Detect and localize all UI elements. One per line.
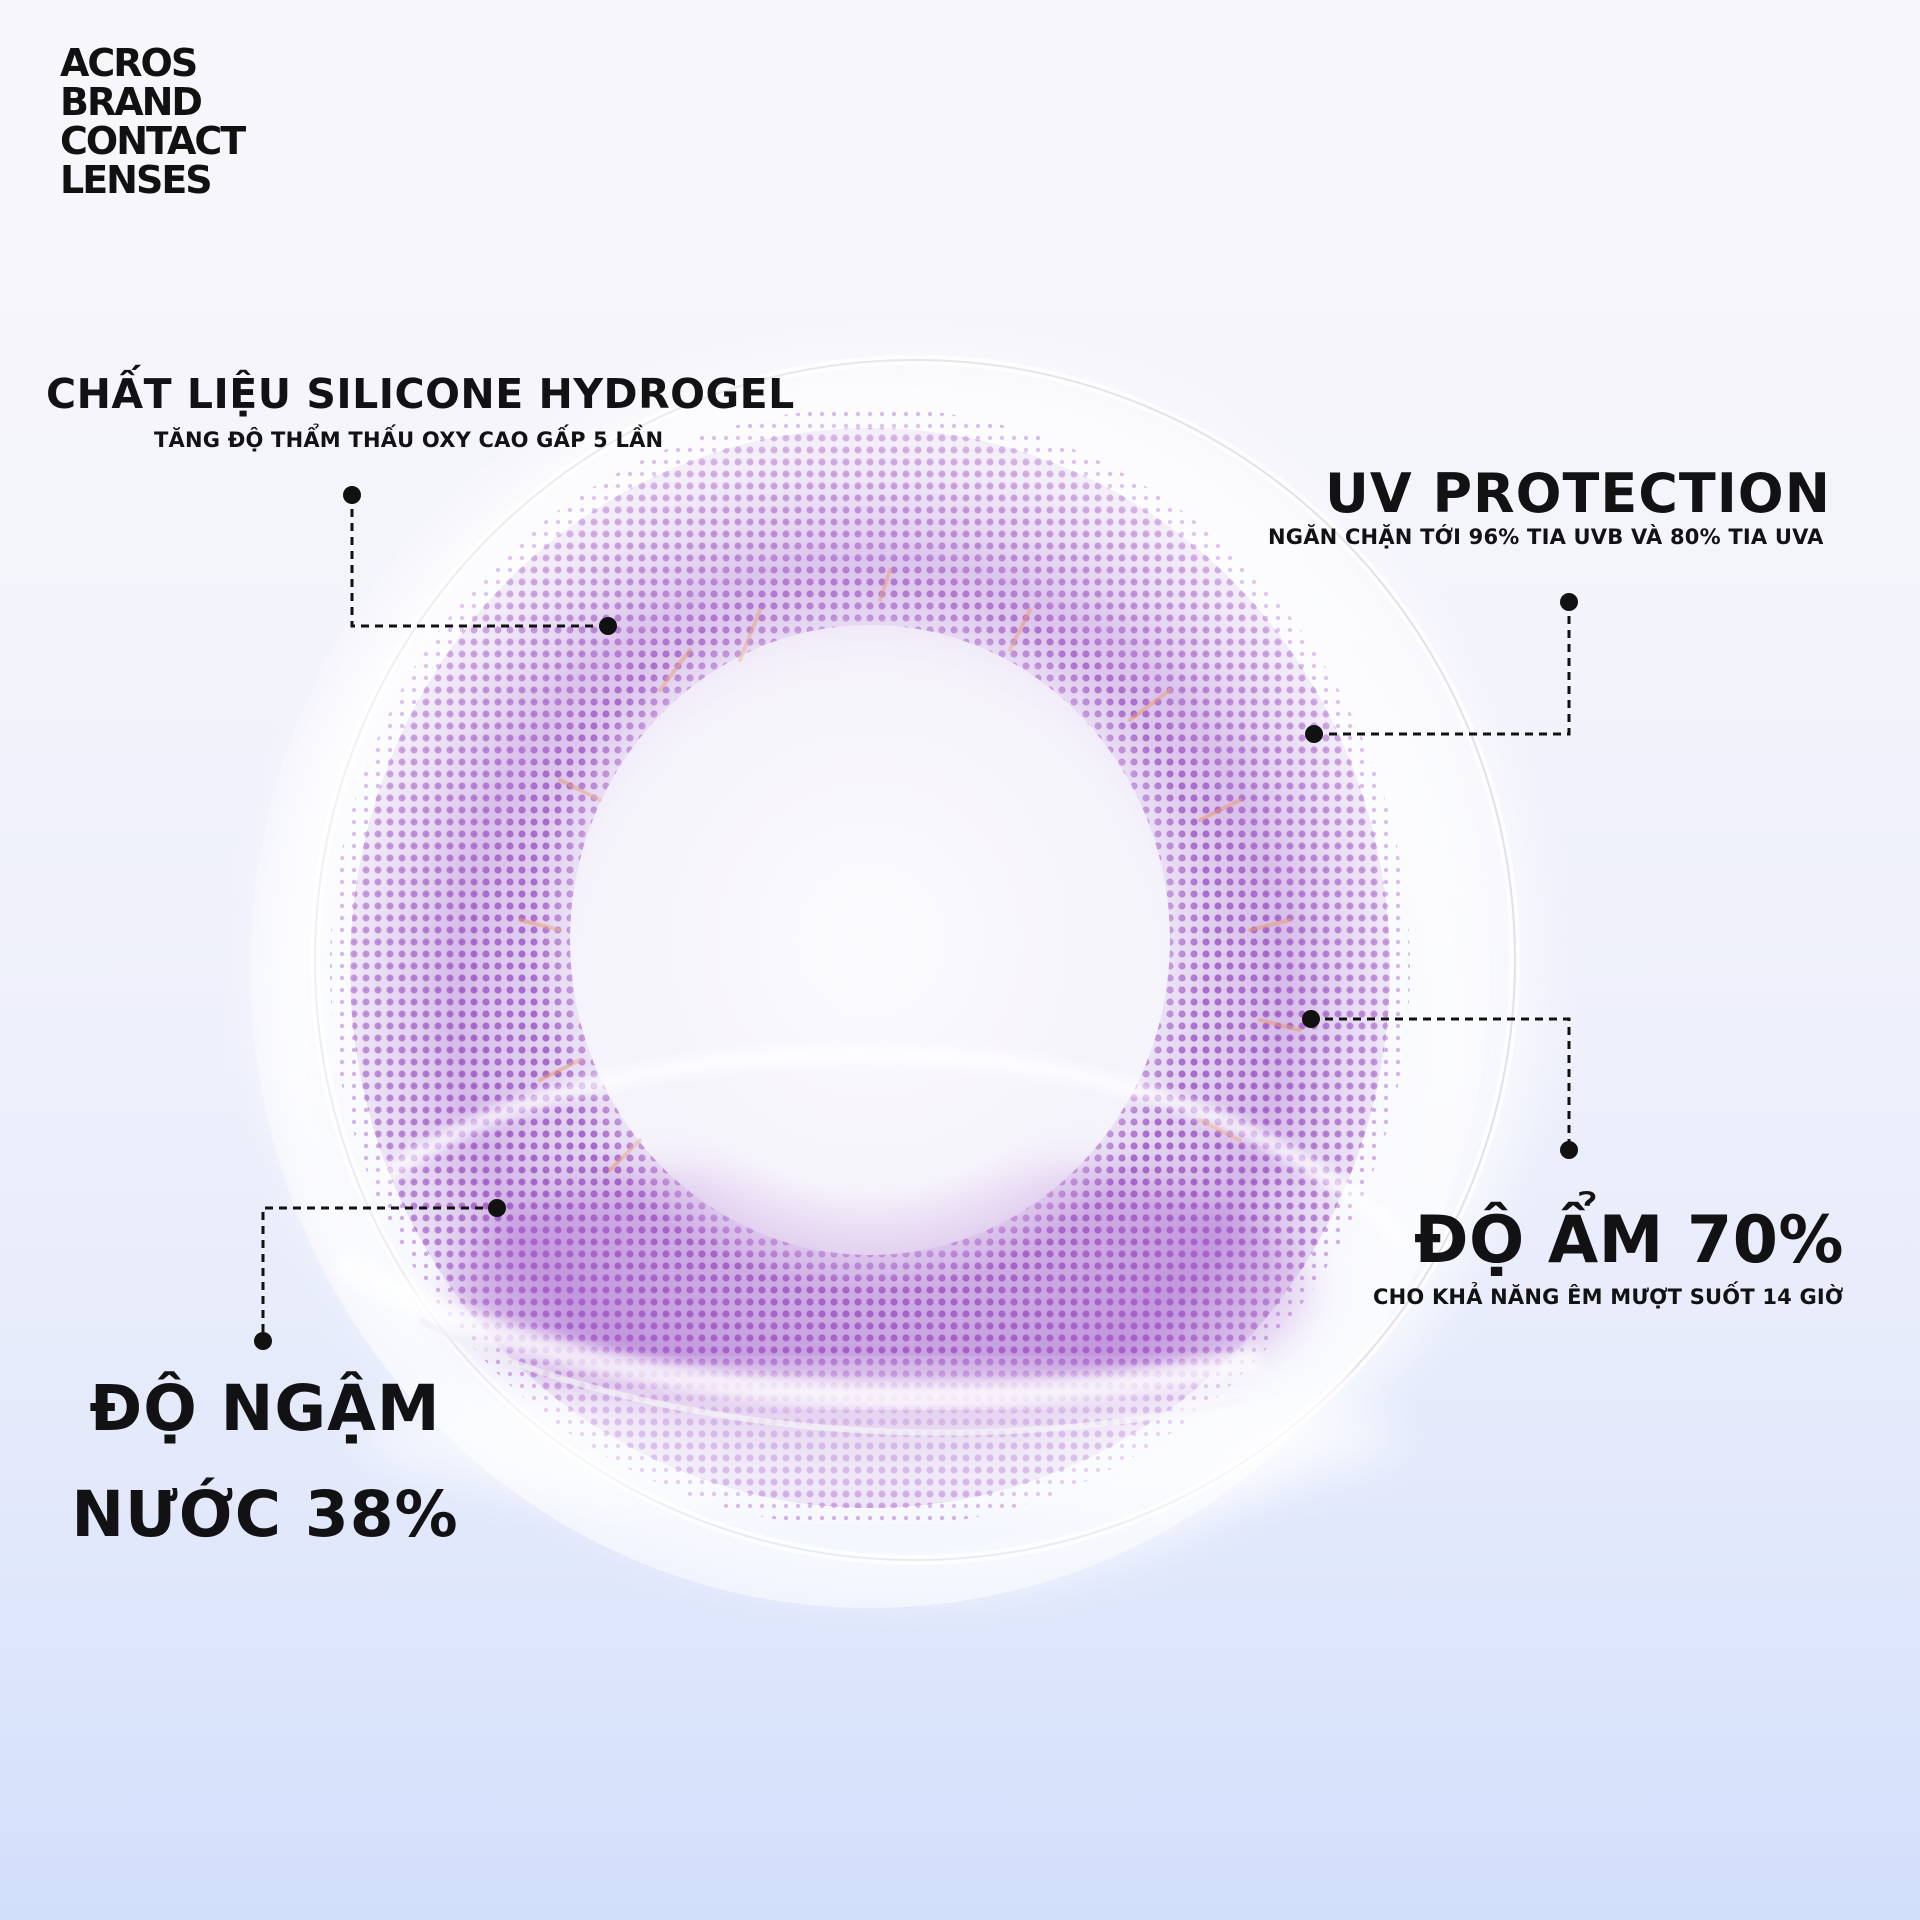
uv-title: UV PROTECTION — [1325, 462, 1831, 525]
brand-logo-line: LENSES — [60, 158, 213, 202]
water-dot-start — [488, 1199, 506, 1217]
uv-subtitle: NGĂN CHẶN TỚI 96% TIA UVB VÀ 80% TIA UVA — [1268, 525, 1824, 549]
water-absorption-title: ĐỘ NGẬM NƯỚC 38% — [60, 1356, 470, 1568]
silicone-dot-end — [599, 617, 617, 635]
water-title-line1: ĐỘ NGẬM — [89, 1372, 441, 1445]
water-dot-end — [254, 1332, 272, 1350]
silicone-subtitle: TĂNG ĐỘ THẨM THẤU OXY CAO GẤP 5 LẦN — [154, 428, 664, 452]
moisture-dot-start — [1302, 1010, 1320, 1028]
brand-logo: ACROS BRAND CONTACT LENSES — [60, 41, 246, 202]
moisture-title: ĐỘ ẨM 70% — [1414, 1203, 1845, 1278]
uv-dot-start — [1560, 593, 1578, 611]
uv-dot-end — [1305, 725, 1323, 743]
brand-logo-line: ACROS — [60, 41, 198, 85]
silicone-dot-start — [343, 486, 361, 504]
brand-logo-line: BRAND — [60, 80, 203, 124]
brand-logo-line: CONTACT — [60, 119, 246, 163]
moisture-subtitle: CHO KHẢ NĂNG ÊM MƯỢT SUỐT 14 GIỜ — [1373, 1285, 1844, 1309]
water-title-line2: NƯỚC 38% — [71, 1478, 459, 1551]
silicone-title: CHẤT LIỆU SILICONE HYDROGEL — [46, 370, 795, 418]
moisture-dot-end — [1560, 1141, 1578, 1159]
